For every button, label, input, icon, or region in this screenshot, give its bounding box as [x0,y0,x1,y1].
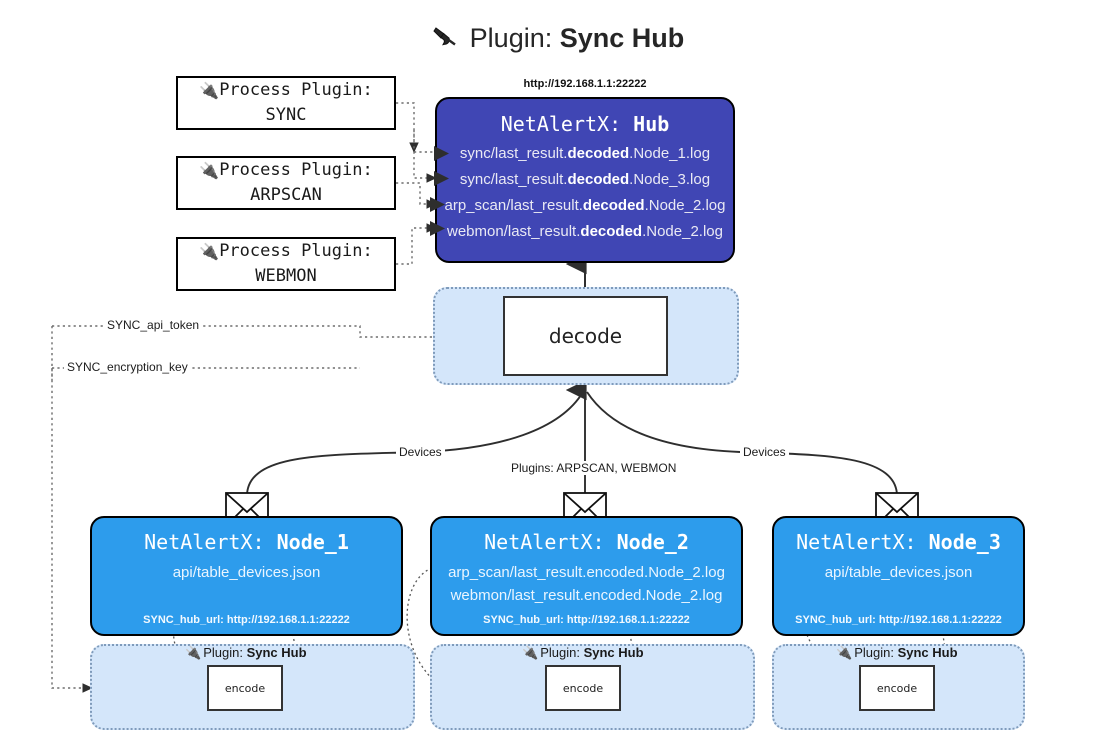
process-plugin-caption: Process Plugin: [219,159,373,180]
plug-icon: 🔌 [522,645,539,660]
plug-icon: 🔌 [199,241,220,261]
node-hub-url: SYNC_hub_url: http://192.168.1.1:22222 [483,614,690,626]
hub-url-label: http://192.168.1.1:22222 [523,78,647,90]
node-title: NetAlertX: Node_1 [92,530,401,554]
node-resource-line: webmon/last_result.encoded.Node_2.log [450,587,723,604]
encode-label: encode [562,681,604,695]
process-plugin-box[interactable]: 🔌Process Plugin: WEBMON [176,237,396,291]
encode-label: encode [224,681,266,695]
edge-label-plugins-middle: Plugins: ARPSCAN, WEBMON [508,461,680,475]
process-plugin-box[interactable]: 🔌Process Plugin: ARPSCAN [176,156,396,210]
edge-label-devices-right: Devices [740,445,789,459]
secret-label-encryption-key: SYNC_encryption_key [64,360,191,374]
node-name: Node_1 [276,530,349,554]
hub-log-line: sync/last_result.decoded.Node_1.log [459,145,711,162]
encoder-caption: 🔌Plugin: Sync Hub [185,645,307,660]
plug-icon: 🔌 [185,645,202,660]
page-title-name: Sync Hub [559,23,685,53]
process-plugin-name: ARPSCAN [250,184,322,205]
plug-icon: 🔌 [836,645,853,660]
encode-box[interactable]: encode [545,665,621,711]
hub-log-line: webmon/last_result.decoded.Node_2.log [447,223,723,240]
encode-box[interactable]: encode [207,665,283,711]
decode-label: decode [548,324,623,348]
plug-icon [433,27,466,55]
node-name: Node_2 [616,530,689,554]
page-title: Plugin: Sync Hub [0,16,1117,63]
hub-app: NetAlertX: [500,112,622,136]
node-name: Node_3 [928,530,1001,554]
hub-title: NetAlertX: Hub [437,112,733,136]
node-resource-line: api/table_devices.json [172,564,321,581]
node-title: NetAlertX: Node_2 [432,530,741,554]
process-plugin-name: WEBMON [255,265,317,286]
secret-label-api-token: SYNC_api_token [104,318,203,332]
page-title-prefix: Plugin: [469,23,553,53]
hub-log-line: arp_scan/last_result.decoded.Node_2.log [444,197,726,214]
node-box-node-1[interactable]: NetAlertX: Node_1 api/table_devices.json… [90,516,403,636]
hub-log-line: sync/last_result.decoded.Node_3.log [459,171,711,188]
node-title: NetAlertX: Node_3 [774,530,1023,554]
node-hub-url: SYNC_hub_url: http://192.168.1.1:22222 [795,614,1002,626]
process-plugin-box[interactable]: 🔌Process Plugin: SYNC [176,76,396,130]
node-app: NetAlertX: [484,530,605,554]
encode-label: encode [876,681,918,695]
node-app: NetAlertX: [144,530,265,554]
node-box-node-3[interactable]: NetAlertX: Node_3 api/table_devices.json… [772,516,1025,636]
node-app: NetAlertX: [796,530,917,554]
plug-icon: 🔌 [199,160,220,180]
process-plugin-caption: Process Plugin: [219,79,373,100]
node-hub-url: SYNC_hub_url: http://192.168.1.1:22222 [143,614,350,626]
encoder-caption: 🔌Plugin: Sync Hub [836,645,958,660]
process-plugin-caption: Process Plugin: [219,240,373,261]
node-resource-line: api/table_devices.json [824,564,973,581]
encode-box[interactable]: encode [859,665,935,711]
encoder-caption: 🔌Plugin: Sync Hub [522,645,644,660]
decode-box[interactable]: decode [503,296,668,376]
edge-label-devices-left: Devices [396,445,445,459]
node-box-node-2[interactable]: NetAlertX: Node_2 arp_scan/last_result.e… [430,516,743,636]
hub-name: Hub [633,112,670,136]
process-plugin-name: SYNC [265,104,307,125]
node-resource-line: arp_scan/last_result.encoded.Node_2.log [448,564,725,581]
hub-box[interactable]: NetAlertX: Hub sync/last_result.decoded.… [435,97,735,263]
plug-icon: 🔌 [199,80,220,100]
